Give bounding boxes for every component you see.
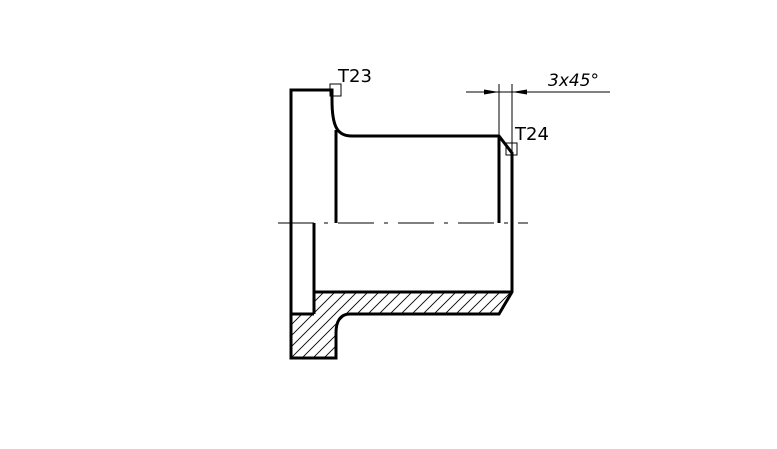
hatch-line bbox=[620, 280, 710, 370]
chamfer-dimension: 3x45° bbox=[466, 71, 610, 153]
hatch-line bbox=[554, 280, 644, 370]
t23-label: T23 bbox=[337, 66, 372, 87]
hatch-line bbox=[675, 280, 765, 370]
hatch-line bbox=[180, 280, 270, 370]
hatch-line bbox=[291, 292, 381, 358]
hatch-line bbox=[521, 280, 611, 370]
part-outline-lower bbox=[289, 223, 514, 360]
hatch-line bbox=[532, 280, 622, 370]
hatch-line bbox=[664, 280, 754, 370]
hatch-line bbox=[509, 292, 512, 358]
hatch-line bbox=[576, 280, 666, 370]
hatch-line bbox=[291, 292, 359, 358]
hatch-line bbox=[598, 280, 688, 370]
hatch-line bbox=[291, 292, 337, 358]
chamfer-dimension-label: 3x45° bbox=[548, 71, 599, 91]
hatch-line bbox=[543, 280, 633, 370]
hatch-line bbox=[291, 292, 293, 358]
hatch-line bbox=[291, 292, 370, 358]
hatch-line bbox=[609, 280, 699, 370]
hatch-line bbox=[642, 280, 732, 370]
part-outline-upper bbox=[289, 88, 514, 223]
hatch-line bbox=[631, 280, 721, 370]
hatch-line bbox=[653, 280, 743, 370]
hatch-line bbox=[587, 280, 677, 370]
t23-marker-box bbox=[329, 83, 342, 97]
hatch-line bbox=[686, 280, 776, 370]
hatch-line bbox=[565, 280, 655, 370]
hatch-line bbox=[291, 292, 348, 358]
t24-label: T24 bbox=[514, 124, 549, 145]
hatch-line bbox=[191, 280, 281, 370]
hatch-line bbox=[697, 280, 777, 370]
